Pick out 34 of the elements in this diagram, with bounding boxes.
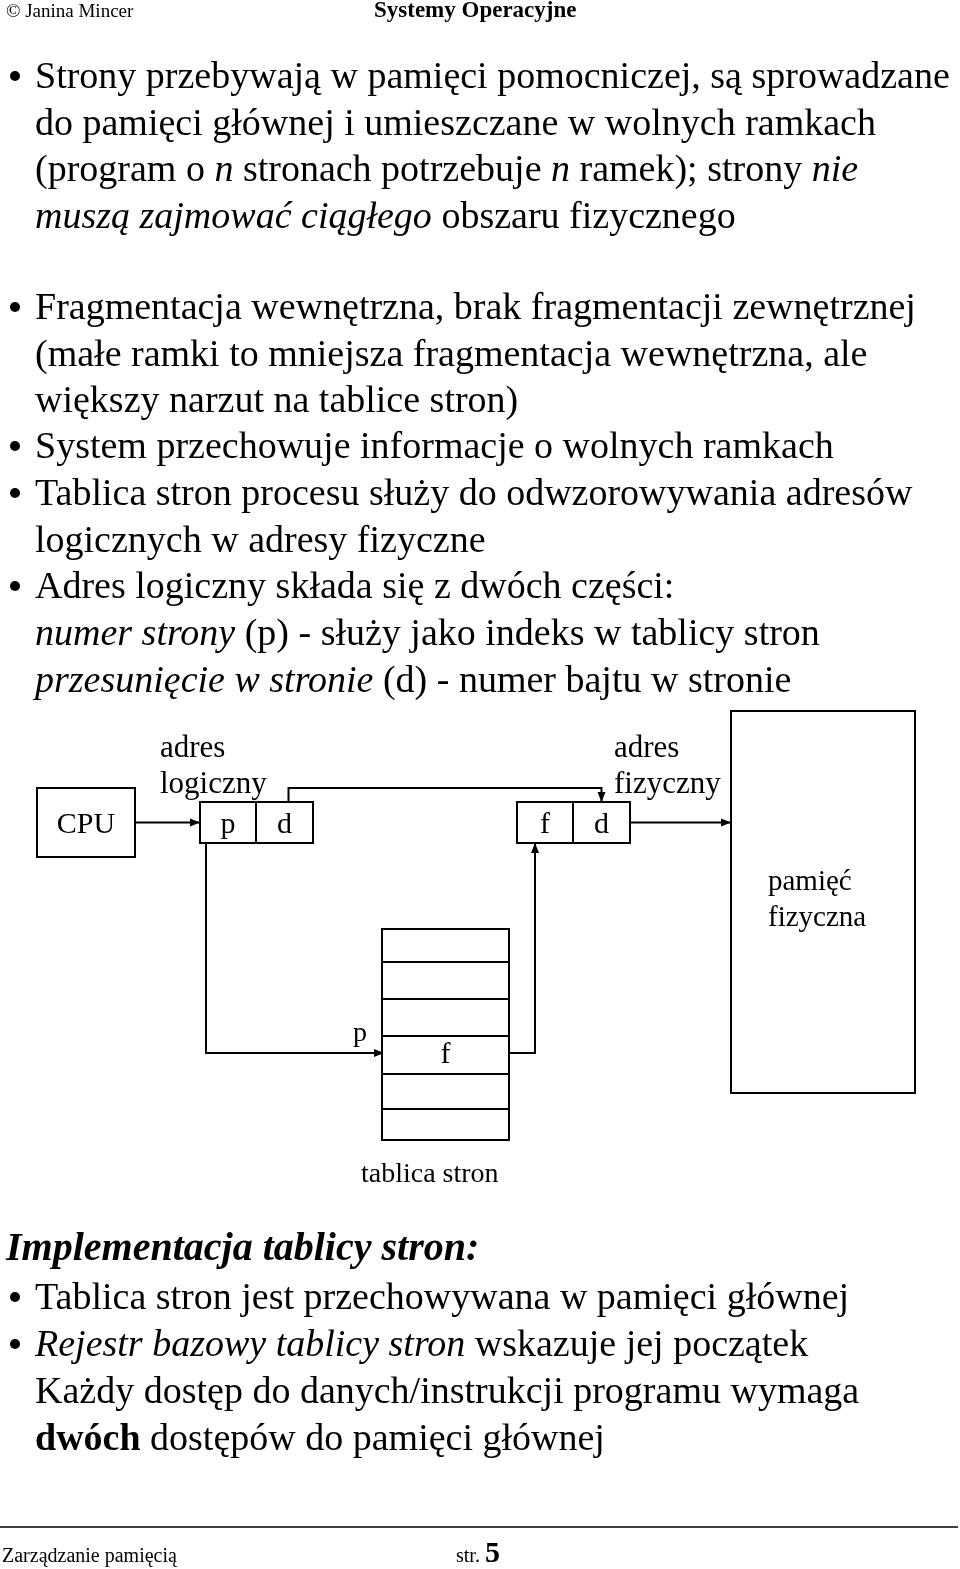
- address-field-cell: [516, 801, 574, 844]
- body-text: przesunięcie w stronie (d) - numer bajtu w stronie: [35, 657, 793, 702]
- address-field-cell: [199, 801, 257, 844]
- bullet-text: System przechowuje informacje o wolnych ramkach: [35, 423, 835, 468]
- page-table: [381, 928, 510, 1141]
- node-text: d: [277, 805, 292, 840]
- diagram-label: adres logiczny: [160, 729, 268, 801]
- node-text: f: [540, 805, 550, 840]
- node-text: pamięć fizyczna: [768, 863, 868, 934]
- section-heading: Implementacja tablicy stron:: [6, 1224, 481, 1271]
- page-title: Systemy Operacyjne: [374, 0, 577, 23]
- footer-text: Zarządzanie pamięcią: [2, 1543, 178, 1569]
- node-text: CPU: [56, 805, 116, 840]
- page-number: str. 5: [456, 1537, 501, 1569]
- bullet-text: Tablica stron procesu służy do odwzorowywania adresów logicznych w adresy fizyczne: [35, 470, 914, 562]
- cpu-box: [36, 787, 136, 858]
- bullet-text: Fragmentacja wewnętrzna, brak fragmentacji zewnętrznej (małe ramki to mniejsza fragmentacja wewnętrzna, ale większy narzut na tablice stron): [35, 284, 917, 422]
- bullet-text: Rejestr bazowy tablicy stron wskazuje jej początek: [35, 1321, 810, 1366]
- body-text: Każdy dostęp do danych/instrukcji programu wymaga dwóch dostępów do pamięci głównej: [35, 1368, 861, 1460]
- body-text: numer strony (p) - służy jako indeks w tablicy stron: [35, 610, 821, 655]
- address-field-cell: [255, 801, 314, 844]
- memory-block: [730, 710, 916, 1094]
- diagram-label: adres fizyczny: [614, 729, 722, 801]
- arrow: [135, 818, 200, 827]
- node-text: d: [594, 805, 609, 840]
- arrow: [287, 787, 606, 802]
- node-caption: tablica stron: [361, 1156, 499, 1190]
- bullet-text: Tablica stron jest przechowywana w pamięci głównej: [35, 1274, 851, 1319]
- node-text: p: [220, 805, 236, 840]
- author-text: © Janina Mincer: [6, 0, 135, 23]
- node-text: f: [440, 1036, 451, 1070]
- address-field-cell: [572, 801, 631, 844]
- arrow: [630, 818, 731, 827]
- bullet-text: Adres logiczny składa się z dwóch części:: [35, 563, 676, 608]
